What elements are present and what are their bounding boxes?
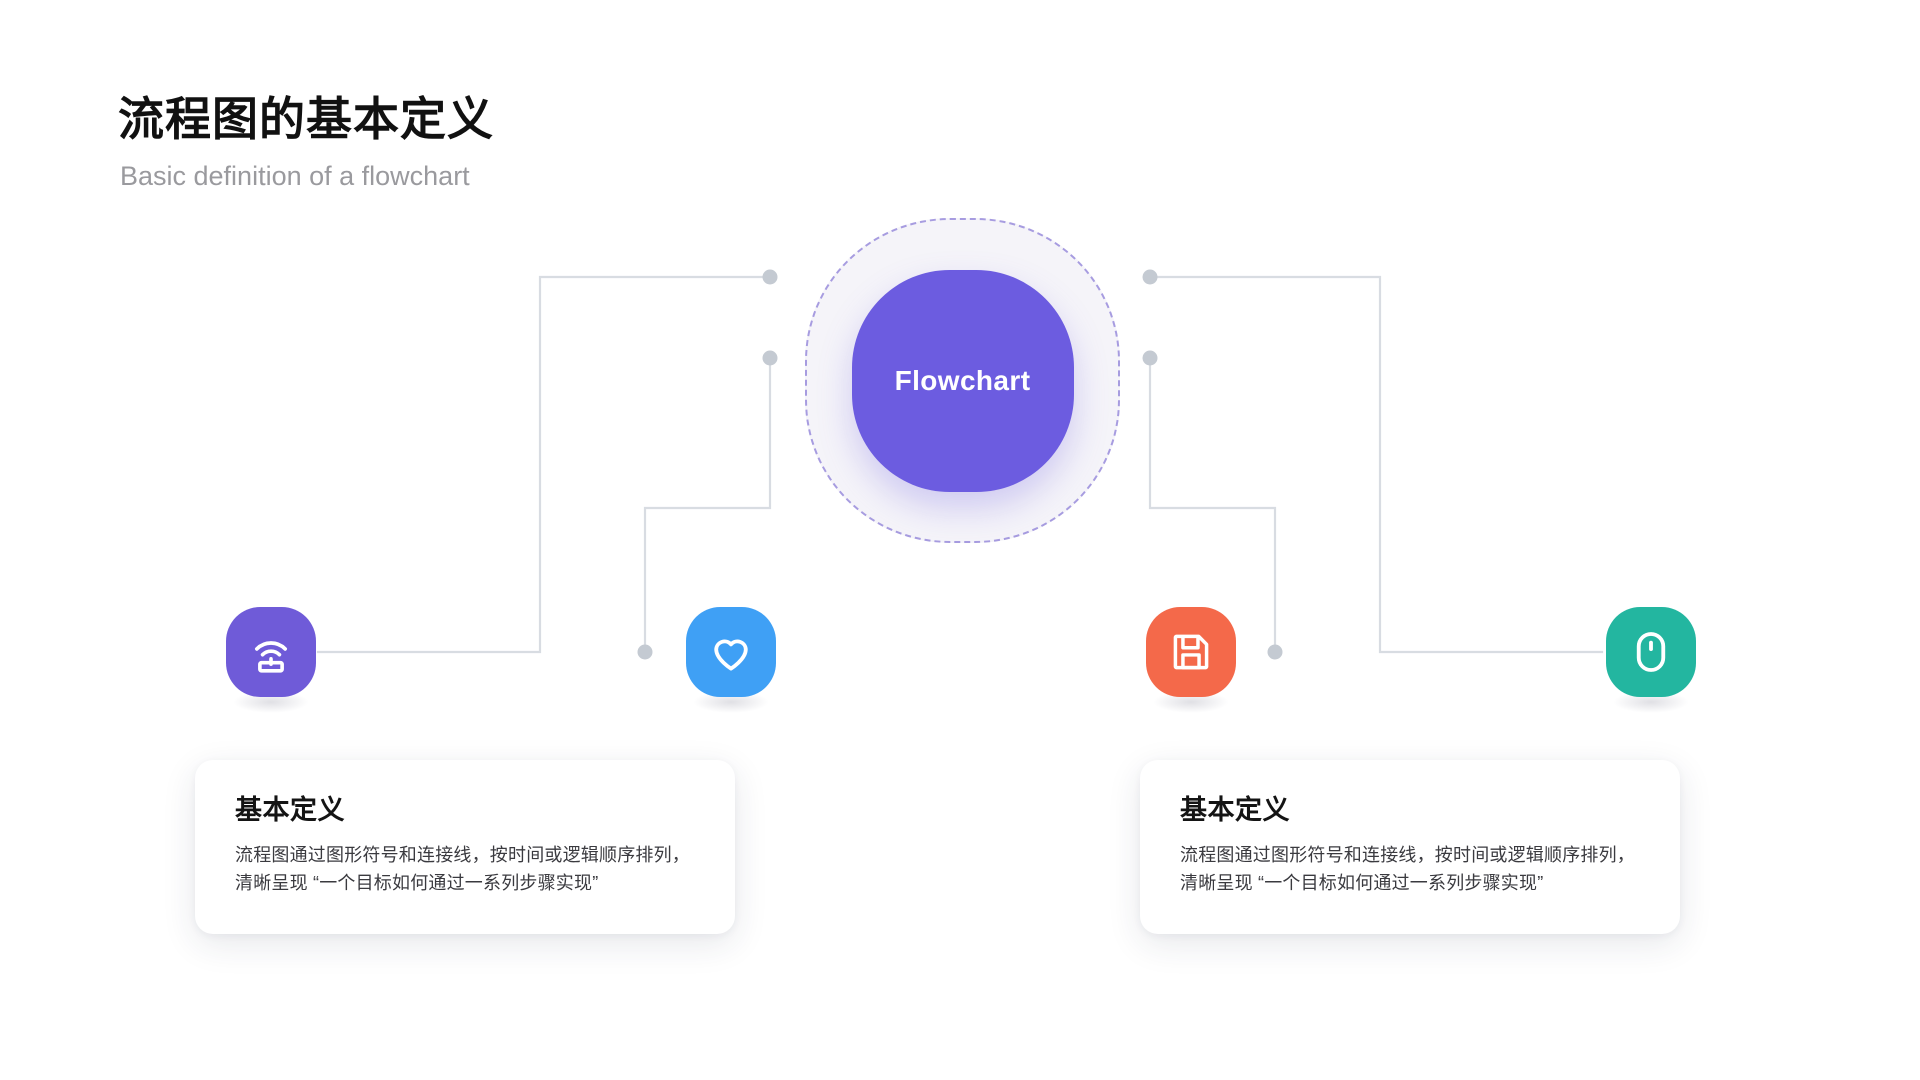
info-card-title: 基本定义 [235,795,345,825]
connector-dot [762,350,778,366]
page-header: 流程图的基本定义 Basic definition of a flowchart [118,92,494,193]
center-node[interactable]: Flowchart [805,218,1120,543]
icon-chip-heart[interactable] [686,607,776,713]
router-signal-icon [248,629,294,675]
computer-mouse-icon [1628,629,1674,675]
connector-dot [1142,269,1158,285]
icon-chip-router-signal[interactable] [226,607,316,713]
heart-icon [707,628,755,676]
connector-dot [637,644,653,660]
connector-dot [1267,644,1283,660]
icon-chip-floppy-save[interactable] [1146,607,1236,713]
info-card-body: 流程图通过图形符号和连接线，按时间或逻辑顺序排列，清晰呈现 “一个目标如何通过一… [235,845,690,894]
info-card: 基本定义 流程图通过图形符号和连接线，按时间或逻辑顺序排列，清晰呈现 “一个目标… [1140,760,1680,935]
center-node-label: Flowchart [894,364,1031,396]
page-title: 流程图的基本定义 [118,93,494,145]
center-node-core: Flowchart [851,269,1074,492]
connector-dot [1142,350,1158,366]
info-card-body: 流程图通过图形符号和连接线，按时间或逻辑顺序排列，清晰呈现 “一个目标如何通过一… [1180,845,1635,894]
info-card: 基本定义 流程图通过图形符号和连接线，按时间或逻辑顺序排列，清晰呈现 “一个目标… [195,760,735,935]
connector-dot [762,269,778,285]
page-subtitle: Basic definition of a flowchart [120,161,470,192]
icon-chip-mouse[interactable] [1606,607,1696,713]
floppy-disk-save-icon [1169,630,1213,674]
info-card-title: 基本定义 [1180,795,1290,825]
